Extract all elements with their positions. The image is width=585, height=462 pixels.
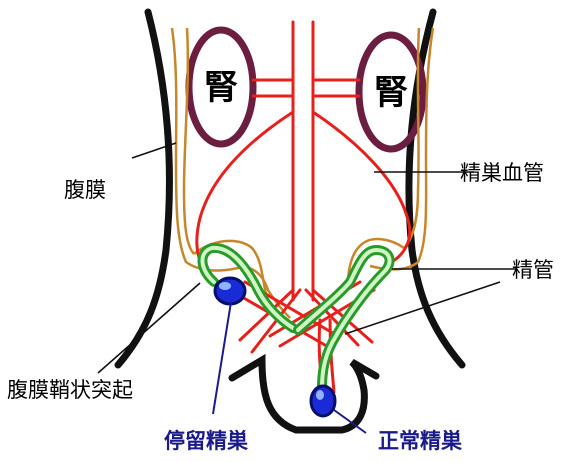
scrotum-outline <box>232 360 376 430</box>
undescended-testis-highlight <box>219 282 231 290</box>
normal-testis-shape <box>311 386 335 416</box>
body-wall-left <box>118 12 169 365</box>
kidney-right-label: 腎 <box>374 73 408 113</box>
vas-deferens-label: 精管 <box>512 258 554 282</box>
normal-testis <box>311 386 335 416</box>
processus-vaginalis-label: 腹膜鞘状突起 <box>7 378 133 402</box>
undescended-testis <box>215 278 245 304</box>
normal-testis-highlight <box>316 390 324 400</box>
spermatic-vessel-right <box>313 112 410 264</box>
undescended-testis-label: 停留精巣 <box>164 429 249 453</box>
spermatic-vessel-left <box>197 112 293 280</box>
leader-processus-vaginalis <box>98 283 200 373</box>
spermatic-vessels-label: 精巣血管 <box>460 161 544 185</box>
peritoneum-label: 腹膜 <box>64 178 106 202</box>
body-wall <box>118 12 462 430</box>
leader-undescended-testis <box>213 302 231 414</box>
leader-lines <box>98 143 516 373</box>
kidney-left-label: 腎 <box>204 68 238 108</box>
undescended-testis-shape <box>215 278 245 304</box>
normal-testis-label: 正常精巣 <box>378 429 463 453</box>
